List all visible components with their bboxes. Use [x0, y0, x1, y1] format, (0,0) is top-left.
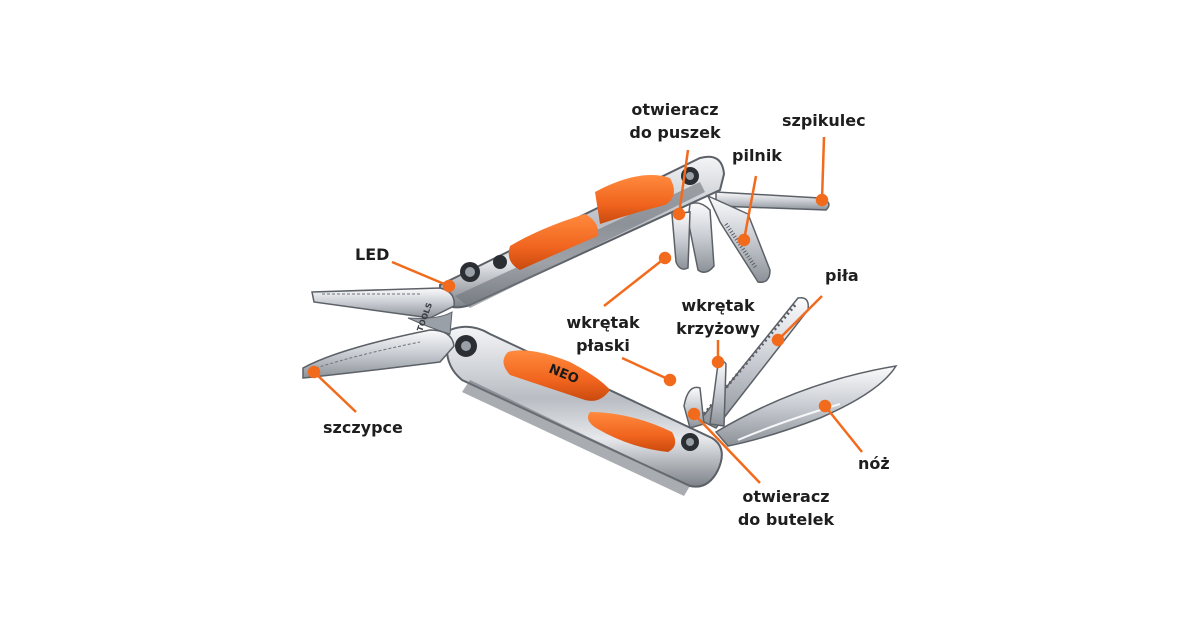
label-led: LED: [355, 245, 390, 264]
label-awl: szpikulec: [782, 111, 866, 130]
label-can-opener-line2: do puszek: [629, 123, 721, 142]
lower-orange-grip-2: [588, 412, 676, 452]
upper-jaw: [311, 287, 455, 319]
label-file: pilnik: [732, 146, 782, 165]
upper-orange-grip-1: [595, 175, 674, 224]
label-can-opener-line1: otwieracz: [631, 100, 719, 119]
pliers-jaws: TOOLS: [302, 287, 455, 379]
label-can-opener: otwieracz do puszek: [616, 98, 734, 144]
upper-orange-grip-2: [508, 214, 599, 270]
label-bottle-opener: otwieracz do butelek: [726, 485, 846, 531]
phillips-screwdriver-blade: [709, 360, 727, 427]
label-bottle-line2: do butelek: [737, 510, 835, 529]
knife-blade: [714, 364, 898, 447]
lower-orange-grip-1: [503, 350, 610, 401]
label-phillips-line2: krzyżowy: [676, 319, 760, 338]
lower-jaw: [302, 329, 455, 379]
label-phillips-screwdriver: wkrętak krzyżowy: [666, 294, 770, 340]
can-opener-blade: [687, 202, 715, 273]
label-bottle-line1: otwieracz: [742, 487, 830, 506]
upper-handle: [439, 155, 726, 309]
label-knife: nóż: [858, 454, 890, 473]
label-saw: piła: [825, 266, 859, 285]
label-flat-screwdriver: wkrętak płaski: [555, 311, 651, 357]
label-phillips-line1: wkrętak: [681, 296, 755, 315]
label-pliers: szczypce: [323, 418, 403, 437]
lower-handle: NEO: [446, 325, 723, 496]
lower-tools: [683, 297, 898, 447]
flat-screwdriver-blade: [671, 211, 691, 270]
label-flat-line2: płaski: [576, 336, 630, 355]
callout-leaders: [307, 136, 863, 484]
label-flat-line1: wkrętak: [566, 313, 640, 332]
